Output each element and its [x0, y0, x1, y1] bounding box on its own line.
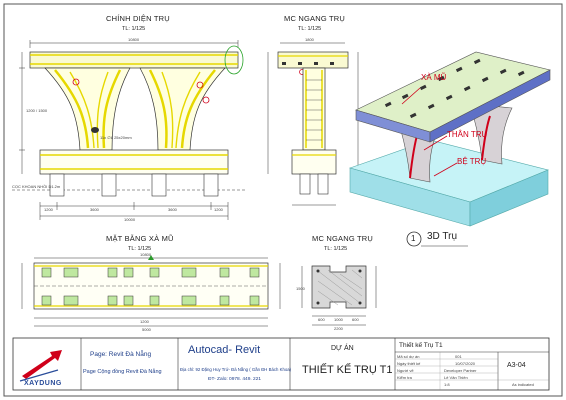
- tb-scale-label: 1:8: [444, 382, 450, 387]
- plan-dim-segments: 1200: [140, 319, 149, 324]
- front-dim-seg-2: 3600: [90, 207, 99, 212]
- front-dim-seg-4: 1200: [214, 207, 223, 212]
- tb-row-label-4: Kiểm tra: [397, 375, 412, 380]
- sec-dim-part-3: 600: [352, 317, 359, 322]
- company-address: Địa chỉ: 92 Đặng Huy Trứ- Đà Nẵng ( Gần …: [180, 367, 292, 372]
- tb-row-value-3: Developer Partner: [444, 368, 477, 373]
- view-3d-name: 3D Trụ: [427, 231, 458, 242]
- cross-top-dim: 1800: [305, 37, 314, 42]
- tb-row-value-2: 10/07/2020: [455, 361, 476, 366]
- community-label: Page Cộng đồng Revit Đà Nẵng: [83, 369, 162, 375]
- cross-bottom-title: MC NGANG TRỤ: [312, 234, 374, 243]
- project-name: THIẾT KẾ TRỤ T1: [302, 364, 393, 376]
- tb-scale-value: As indicated: [512, 382, 534, 387]
- tb-row-label-3: Người vẽ: [397, 368, 414, 373]
- title-block-frame: [12, 337, 550, 391]
- project-label: DỰ ÁN: [331, 345, 354, 352]
- plan-dim-total: 10800: [140, 252, 152, 257]
- company-name: Autocad- Revit: [188, 344, 261, 356]
- sheet-number: A3-04: [507, 362, 526, 369]
- cross-section-top: [267, 42, 359, 206]
- front-dim-bottom: 10000: [124, 217, 136, 222]
- front-view: [12, 40, 245, 220]
- label-be-tru: BỆ TRỤ: [457, 157, 487, 166]
- front-view-scale: TL: 1/125: [122, 26, 146, 32]
- front-dim-seg-1: 1200: [44, 207, 53, 212]
- sec-dim-part-1: 600: [318, 317, 325, 322]
- page-label: Page: Revit Đà Nẵng: [90, 351, 152, 358]
- brand-logo-text: XAYDUNG: [24, 380, 62, 387]
- sheet-border: [3, 3, 563, 397]
- sec-dim-part-2: 1000: [334, 317, 343, 322]
- tb-row-value-4: Lê Văn Thiên: [444, 375, 468, 380]
- plan-view-title: MẶT BẰNG XÀ MŨ: [106, 234, 174, 243]
- view-number-marker: [406, 231, 422, 247]
- plan-view: [21, 255, 281, 327]
- view-number: 1: [411, 234, 416, 243]
- company-phone: ĐT- Zalo: 0978. 449. 221: [208, 377, 262, 382]
- column-3d-right: [469, 103, 513, 165]
- plan-dim-bottom: 5000: [142, 327, 151, 332]
- tb-row-label-2: Ngày thiết kế: [397, 361, 421, 366]
- cross-bottom-scale: TL: 1/125: [324, 246, 348, 252]
- cross-top-title: MC NGANG TRỤ: [284, 14, 346, 23]
- front-dim-footing: 1200 / 1500: [26, 108, 48, 113]
- tb-row-label-1: Mã số dự án: [397, 354, 420, 359]
- footing: [39, 149, 229, 175]
- front-dim-top: 10800: [128, 37, 140, 42]
- detail-circle: [224, 45, 244, 75]
- label-than-tru: THÂN TRỤ: [447, 130, 488, 139]
- sec-dim-height: 1500: [296, 286, 305, 291]
- front-dim-seg-3: 3600: [168, 207, 177, 212]
- label-xa-mu: XÀ MŨ: [421, 73, 447, 82]
- sheet-name: Thiết kế Trụ T1: [399, 342, 443, 349]
- logo-arrow-icon: [22, 350, 62, 379]
- rebar-note: 11x ∅8 25x20mm: [100, 135, 132, 140]
- cross-section-bottom: [301, 265, 377, 326]
- plan-view-scale: TL: 1/125: [128, 246, 152, 252]
- sec-dim-width: 2200: [334, 326, 343, 331]
- tb-row-value-1: 001: [455, 354, 462, 359]
- pile-note: CỌC KHOAN NHỒI D1.2m: [12, 184, 61, 189]
- front-view-title: CHÍNH DIỆN TRỤ: [106, 14, 170, 23]
- cross-top-scale: TL: 1/125: [298, 26, 322, 32]
- view-3d: [349, 51, 551, 247]
